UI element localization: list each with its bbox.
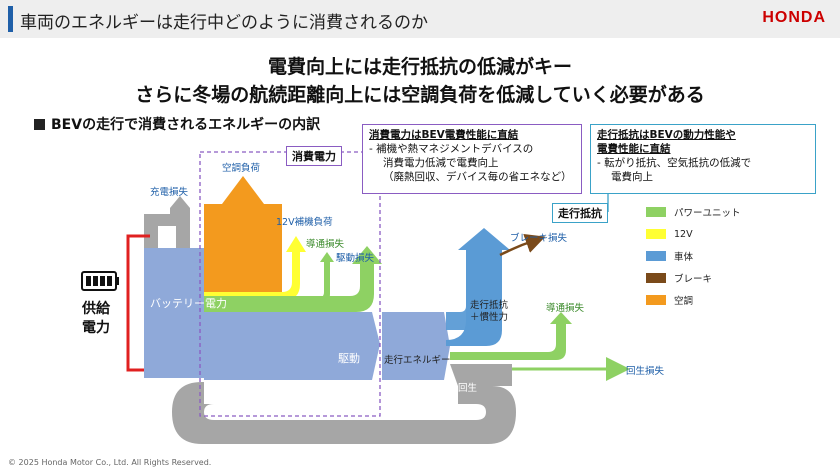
section-subtitle-text: BEVの走行で消費されるエネルギーの内訳 — [51, 117, 321, 133]
brake-loss-label: ブレーキ損失 — [510, 233, 568, 244]
battery-icon — [81, 271, 119, 291]
legend-swatch — [646, 251, 666, 261]
supply-line2: 電力 — [82, 320, 110, 336]
consumption-callout: 消費電力はBEV電費性能に直結 - 補機や熱マネジメントデバイスの 消費電力低減… — [362, 124, 582, 194]
resistance-inertia-line2: ＋慣性力 — [470, 312, 509, 323]
resistance-callout-title1: 走行抵抗はBEVの動力性能や — [597, 129, 736, 141]
consumption-callout-line1: - 補機や熱マネジメントデバイスの — [369, 143, 534, 155]
consumption-dashed-box — [199, 151, 381, 417]
drive-label: 駆動 — [338, 352, 360, 365]
supply-bracket — [126, 234, 150, 372]
regen-loss-label: 回生損失 — [626, 366, 665, 377]
legend-item: 空調 — [646, 292, 741, 308]
consumption-callout-title: 消費電力はBEV電費性能に直結 — [369, 129, 519, 141]
consumption-power-tag: 消費電力 — [286, 146, 342, 166]
resistance-inertia-line1: 走行抵抗 — [470, 300, 509, 311]
consumption-callout-line2: 消費電力低減で電費向上 — [383, 157, 499, 169]
legend-label: パワーユニット — [674, 208, 741, 219]
aux-12v-label: 12V補機負荷 — [276, 217, 333, 228]
copyright: © 2025 Honda Motor Co., Ltd. All Rights … — [8, 458, 212, 467]
legend-item: 車体 — [646, 248, 741, 264]
supply-line1: 供給 — [82, 301, 110, 317]
legend-swatch — [646, 273, 666, 283]
legend: パワーユニット 12V 車体 ブレーキ 空調 — [646, 204, 741, 314]
resistance-callout-line1: - 転がり抵抗、空気抵抗の低減で — [597, 157, 752, 169]
regen-return-loop — [172, 382, 516, 444]
headline-line1: 電費向上には走行抵抗の低減がキー — [267, 56, 572, 78]
legend-swatch — [646, 295, 666, 305]
hvac-load-label: 空調負荷 — [222, 163, 261, 174]
legend-item: ブレーキ — [646, 270, 741, 286]
drive-loss-label: 駆動損失 — [336, 253, 375, 264]
battery-power-label: バッテリー電力 — [150, 297, 227, 310]
honda-logo: HONDA — [762, 9, 826, 26]
charge-loss-arrow — [144, 196, 190, 258]
legend-label: 車体 — [674, 252, 694, 263]
legend-label: 12V — [674, 228, 693, 240]
legend-item: パワーユニット — [646, 204, 741, 220]
charge-loss-label: 充電損失 — [150, 187, 189, 198]
regen-label: 回生 — [458, 383, 478, 394]
conduction-loss-label-2: 導通損失 — [546, 303, 585, 314]
drive-block — [204, 312, 380, 380]
resistance-callout-title2: 電費性能に直結 — [597, 143, 671, 155]
square-bullet-icon — [34, 119, 45, 130]
section-subtitle: BEVの走行で消費されるエネルギーの内訳 — [34, 114, 320, 134]
resistance-inertia-label: 走行抵抗＋慣性力 — [470, 300, 508, 324]
headline-line2: さらに冬場の航続距離向上には空調負荷を低減していく必要がある — [135, 84, 705, 106]
running-energy-label: 走行エネルギー — [384, 355, 451, 366]
running-resistance-body — [446, 250, 500, 330]
brake-loss-line — [499, 233, 546, 257]
running-resistance-tag: 走行抵抗 — [552, 203, 608, 223]
page-title: 車両のエネルギーは走行中どのように消費されるのか — [20, 13, 428, 33]
header-bar — [0, 0, 840, 38]
legend-swatch — [646, 229, 666, 239]
conduction-loss-label-1: 導通損失 — [306, 239, 345, 250]
legend-swatch — [646, 207, 666, 217]
header-accent — [8, 6, 13, 32]
conduction-loss-arrow-2 — [450, 312, 572, 360]
legend-label: ブレーキ — [674, 274, 713, 285]
resistance-callout: 走行抵抗はBEVの動力性能や 電費性能に直結 - 転がり抵抗、空気抵抗の低減で … — [590, 124, 816, 194]
legend-item: 12V — [646, 226, 741, 242]
hvac-load-arrow — [204, 176, 282, 292]
supply-power-label: 供給電力 — [82, 300, 110, 338]
consumption-callout-line3: （廃熱回収、デバイス毎の省エネなど） — [383, 171, 572, 183]
resistance-callout-line2: 電費向上 — [611, 171, 653, 183]
legend-label: 空調 — [674, 296, 694, 307]
regen-block — [450, 364, 512, 386]
battery-power-block — [144, 248, 204, 378]
running-energy-block — [382, 312, 450, 380]
aux-12v-arrow — [204, 236, 306, 300]
